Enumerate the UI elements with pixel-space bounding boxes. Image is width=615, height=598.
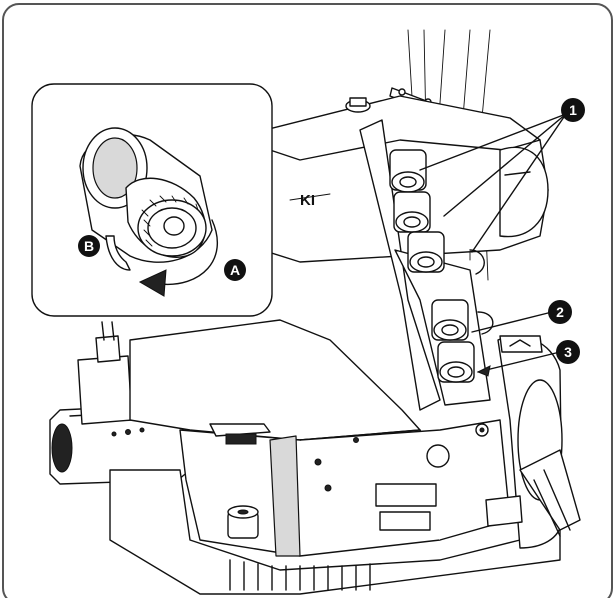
bed-bolt — [227, 505, 259, 539]
svg-text:B: B — [84, 238, 94, 254]
bottom-ribs — [229, 559, 371, 591]
knob-knurl — [141, 195, 199, 247]
callout-3: 3 — [556, 340, 580, 364]
tension-knob-2 — [393, 191, 431, 233]
brand-mark: KI — [300, 192, 315, 209]
svg-text:3: 3 — [564, 344, 572, 360]
tension-knob-5 — [437, 341, 475, 383]
thread-tension-assembly — [359, 119, 494, 411]
machine-base — [109, 319, 561, 595]
callout-2: 2 — [548, 300, 572, 324]
tension-knob-3 — [407, 231, 445, 273]
inset-knob — [79, 127, 213, 271]
tension-knob-4 — [431, 299, 469, 341]
rotation-arrow-icon — [159, 219, 218, 286]
tension-knob-1 — [389, 149, 427, 193]
leader-lines — [419, 113, 567, 377]
inset-detail — [31, 83, 273, 317]
callout-A: A — [224, 259, 246, 281]
callout-B: B — [78, 235, 100, 257]
rotation-arrowhead-icon — [138, 269, 167, 297]
svg-text:A: A — [230, 262, 240, 278]
svg-text:2: 2 — [556, 304, 564, 320]
svg-text:1: 1 — [569, 102, 577, 118]
callout-1: 1 — [561, 98, 585, 122]
handwheel-housing — [485, 335, 581, 549]
